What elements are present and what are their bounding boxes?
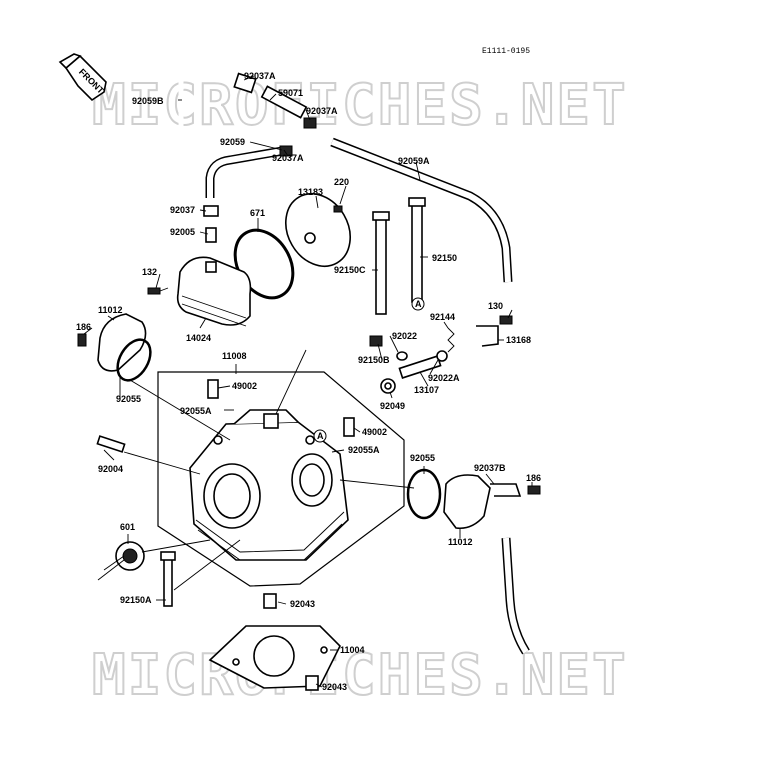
label-11008: 11008 xyxy=(222,351,247,361)
label-92150C: 92150C xyxy=(334,265,366,275)
reference-marker-a-1 xyxy=(411,297,425,311)
drain-hose-lower xyxy=(501,537,530,655)
label-marker-a-1: A xyxy=(415,299,422,309)
bolt-92150B xyxy=(369,335,383,347)
label-186-right: 186 xyxy=(526,473,541,483)
label-92005: 92005 xyxy=(170,227,195,237)
fitting-49002-1 xyxy=(207,379,219,399)
clamp-92037A-2 xyxy=(303,117,317,129)
front-arrow-icon: FRONT xyxy=(58,53,107,102)
fitting-92005 xyxy=(205,227,217,243)
label-92059B: 92059B xyxy=(132,96,164,106)
head-gasket-11004 xyxy=(208,625,341,689)
label-13107: 13107 xyxy=(414,385,439,395)
stud-92004 xyxy=(96,435,126,453)
label-11004: 11004 xyxy=(340,645,365,655)
label-11012-right: 11012 xyxy=(448,537,473,547)
label-49002-1: 49002 xyxy=(232,381,257,391)
bearing-601 xyxy=(115,541,145,571)
valve-cover-14024 xyxy=(176,256,252,327)
port-cover-11012-left xyxy=(97,313,152,382)
label-49002-2: 49002 xyxy=(362,427,387,437)
label-14024: 14024 xyxy=(186,333,211,343)
watermark-bottom: MICROFICHES.NET xyxy=(92,643,628,708)
label-59071: 59071 xyxy=(278,88,303,98)
assembly-frame xyxy=(157,371,405,587)
label-92004: 92004 xyxy=(98,464,123,474)
dowel-pin-92043-2 xyxy=(305,675,319,691)
label-671: 671 xyxy=(250,208,265,218)
label-92043-1: 92043 xyxy=(290,599,315,609)
port-cover-11012-right xyxy=(406,468,522,530)
label-92043-2: 92043 xyxy=(322,682,347,692)
label-92055-right: 92055 xyxy=(410,453,435,463)
cover-plate-13183 xyxy=(285,193,351,267)
watermark-top: MICROFICHES.NET xyxy=(92,73,628,138)
label-92022A: 92022A xyxy=(428,373,460,383)
washer-92022A xyxy=(436,350,448,362)
label-92059: 92059 xyxy=(220,137,245,147)
fitting-59071 xyxy=(260,85,308,119)
label-13183: 13183 xyxy=(298,187,323,197)
label-92022: 92022 xyxy=(392,331,417,341)
breather-hose-92059 xyxy=(205,145,289,198)
seal-92049 xyxy=(380,378,396,394)
washer-92022 xyxy=(396,351,408,361)
label-92144: 92144 xyxy=(430,312,455,322)
label-92037B: 92037B xyxy=(474,463,506,473)
bracket-13168 xyxy=(476,325,499,347)
label-13168: 13168 xyxy=(506,335,531,345)
breather-hose-92059B xyxy=(178,59,239,128)
stud-92150 xyxy=(408,197,426,303)
reference-code: E1111-0195 xyxy=(482,47,530,56)
fitting-49002-2 xyxy=(343,417,355,437)
bolt-130 xyxy=(499,315,513,325)
stud-92150C xyxy=(372,211,390,315)
breather-hose-92059A xyxy=(330,137,513,283)
label-92059A: 92059A xyxy=(398,156,430,166)
label-92055-left: 92055 xyxy=(116,394,141,404)
fitting-92037 xyxy=(203,205,219,217)
label-92055A-2: 92055A xyxy=(348,445,380,455)
label-132: 132 xyxy=(142,267,157,277)
label-92037: 92037 xyxy=(170,205,195,215)
reference-marker-a-2 xyxy=(313,429,327,443)
label-marker-a-2: A xyxy=(317,431,324,441)
leader-lines xyxy=(83,75,533,688)
bolt-186-right xyxy=(527,485,541,495)
label-186-left: 186 xyxy=(76,322,91,332)
label-92037A-2: 92037A xyxy=(306,106,338,116)
clamp-92037A-1 xyxy=(233,72,257,94)
spring-92144 xyxy=(447,327,455,353)
label-601: 601 xyxy=(120,522,135,532)
label-92055A-1: 92055A xyxy=(180,406,212,416)
label-92037A-1: 92037A xyxy=(244,71,276,81)
bolt-186-left xyxy=(77,333,87,347)
label-220: 220 xyxy=(334,177,349,187)
label-92150B: 92150B xyxy=(358,355,390,365)
label-92150: 92150 xyxy=(432,253,457,263)
bolt-132 xyxy=(147,287,169,295)
dowel-pin-92043-1 xyxy=(263,593,277,609)
label-92037A-3: 92037A xyxy=(272,153,304,163)
label-130: 130 xyxy=(488,301,503,311)
label-92049: 92049 xyxy=(380,401,405,411)
label-11012-left: 11012 xyxy=(98,305,123,315)
clamp-92037A-3 xyxy=(279,145,293,157)
label-92150A: 92150A xyxy=(120,595,152,605)
stud-92150A xyxy=(160,551,176,607)
cylinder-head-11008 xyxy=(189,409,349,561)
